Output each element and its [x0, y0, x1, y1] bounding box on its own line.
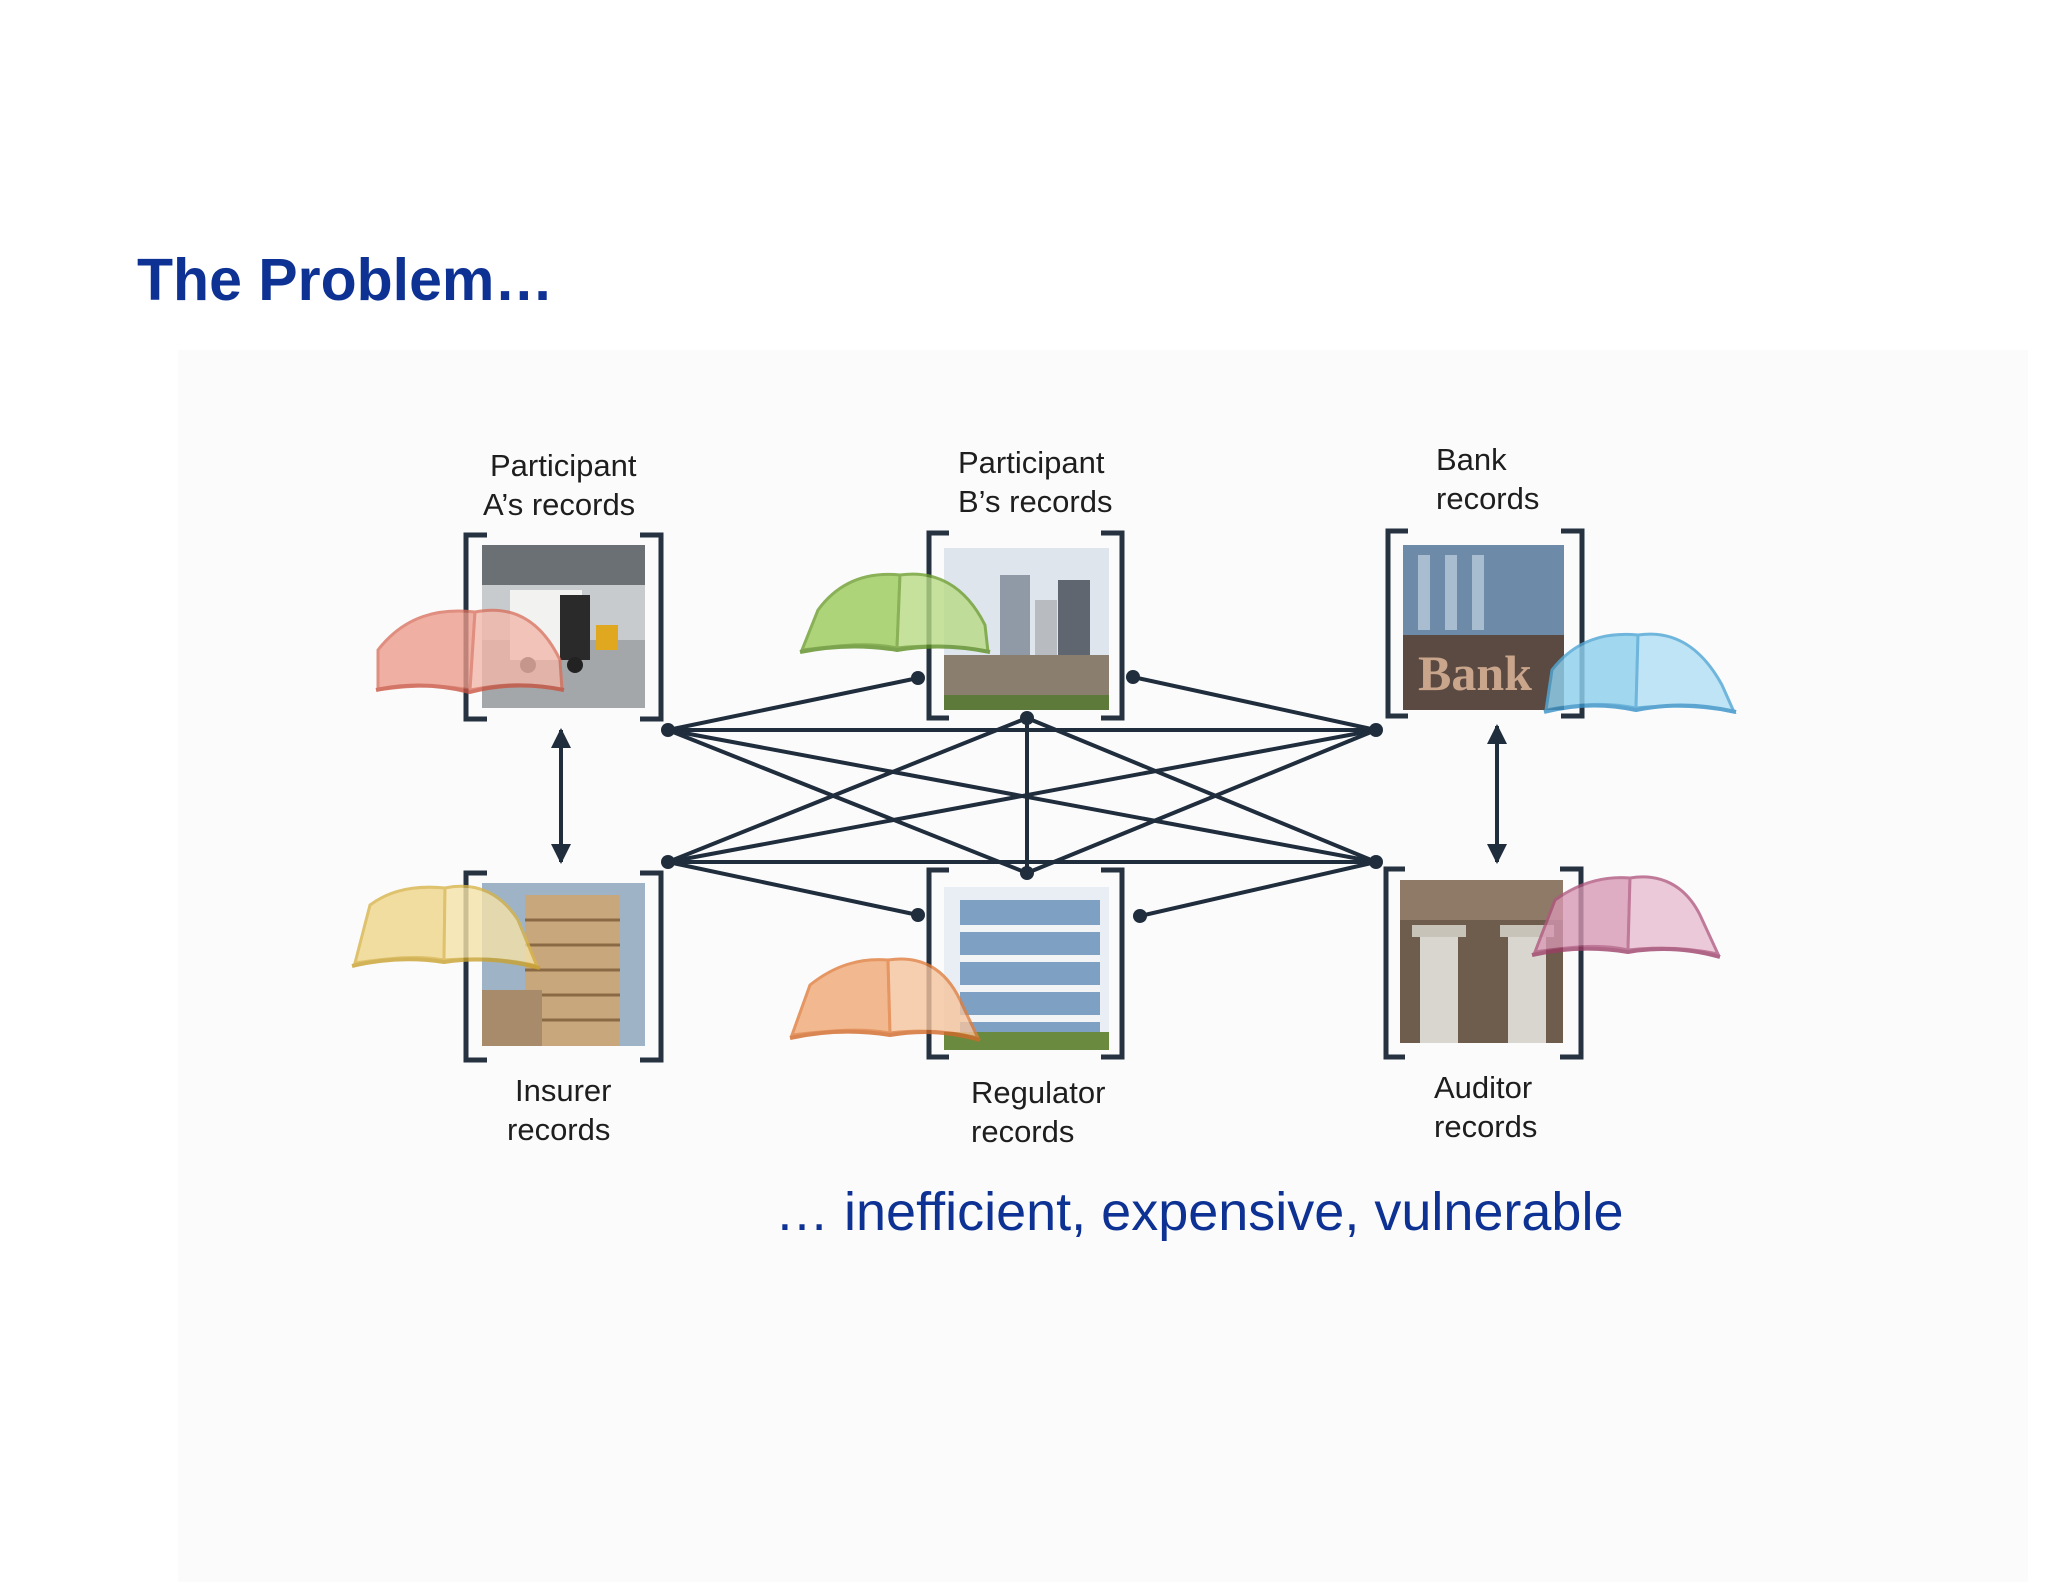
bank-bracket-right — [1561, 528, 1585, 719]
participant-a-label-line2: A’s records — [483, 487, 635, 522]
svg-text:Insurer: Insurer — [515, 1073, 611, 1108]
auditor-label-line2: records — [1434, 1109, 1537, 1144]
participant-b-bracket-right — [1101, 530, 1125, 721]
svg-text:records: records — [1436, 481, 1539, 516]
connector-dots — [661, 670, 1383, 923]
open-book-icon — [375, 608, 565, 695]
svg-text:Regulator: Regulator — [971, 1075, 1105, 1110]
node-bank: Bank records Bank — [1385, 442, 1737, 719]
auditor-label-line1: Auditor — [1434, 1070, 1532, 1105]
svg-text:records: records — [971, 1114, 1074, 1149]
regulator-label-line1: Regulator — [971, 1075, 1105, 1110]
svg-text:Auditor: Auditor — [1434, 1070, 1532, 1105]
auditor-bracket-left — [1383, 866, 1405, 1060]
node-participant-b: Participant B’s records — [799, 445, 1125, 721]
tagline: … inefficient, expensive, vulnerable — [775, 1182, 1624, 1242]
node-regulator: Regulator records — [789, 867, 1125, 1149]
participant-a-label-line1: Participant — [490, 448, 637, 483]
open-book-icon — [789, 957, 981, 1042]
bank-label-line2: records — [1436, 481, 1539, 516]
participant-b-label-line2: B’s records — [958, 484, 1113, 519]
svg-text:records: records — [507, 1112, 610, 1147]
bank-bracket-left — [1385, 528, 1408, 719]
regulator-bracket-right — [1101, 867, 1125, 1060]
svg-text:B’s records: B’s records — [958, 484, 1113, 519]
open-book-icon — [1543, 632, 1737, 715]
participant-b-label-line1: Participant — [958, 445, 1105, 480]
insurer-label-line1: Insurer — [515, 1073, 611, 1108]
svg-text:Bank: Bank — [1436, 442, 1507, 477]
open-book-icon — [351, 884, 541, 970]
svg-text:Participant: Participant — [490, 448, 637, 483]
insurer-bracket-right — [640, 870, 664, 1063]
bank-sign-text: Bank — [1418, 645, 1532, 701]
open-book-icon — [1531, 875, 1721, 959]
slide-title: The Problem… — [137, 247, 554, 313]
open-book-icon — [799, 572, 991, 654]
node-auditor: Auditor records — [1383, 866, 1721, 1144]
bank-label-line1: Bank — [1436, 442, 1507, 477]
svg-text:A’s records: A’s records — [483, 487, 635, 522]
participant-a-bracket-right — [640, 532, 664, 722]
svg-text:records: records — [1434, 1109, 1537, 1144]
office-tower-picture — [482, 883, 645, 1046]
bank-sign-picture: Bank — [1403, 545, 1564, 710]
regulator-label-line2: records — [971, 1114, 1074, 1149]
insurer-label-line2: records — [507, 1112, 610, 1147]
connector-mesh — [551, 675, 1507, 918]
node-insurer: Insurer records — [351, 870, 664, 1147]
auditor-bracket-right — [1560, 866, 1584, 1060]
svg-text:Participant: Participant — [958, 445, 1105, 480]
columns-building-picture — [1400, 880, 1563, 1043]
node-participant-a: Participant A’s records — [375, 448, 664, 722]
insurer-bracket-left — [463, 870, 487, 1063]
